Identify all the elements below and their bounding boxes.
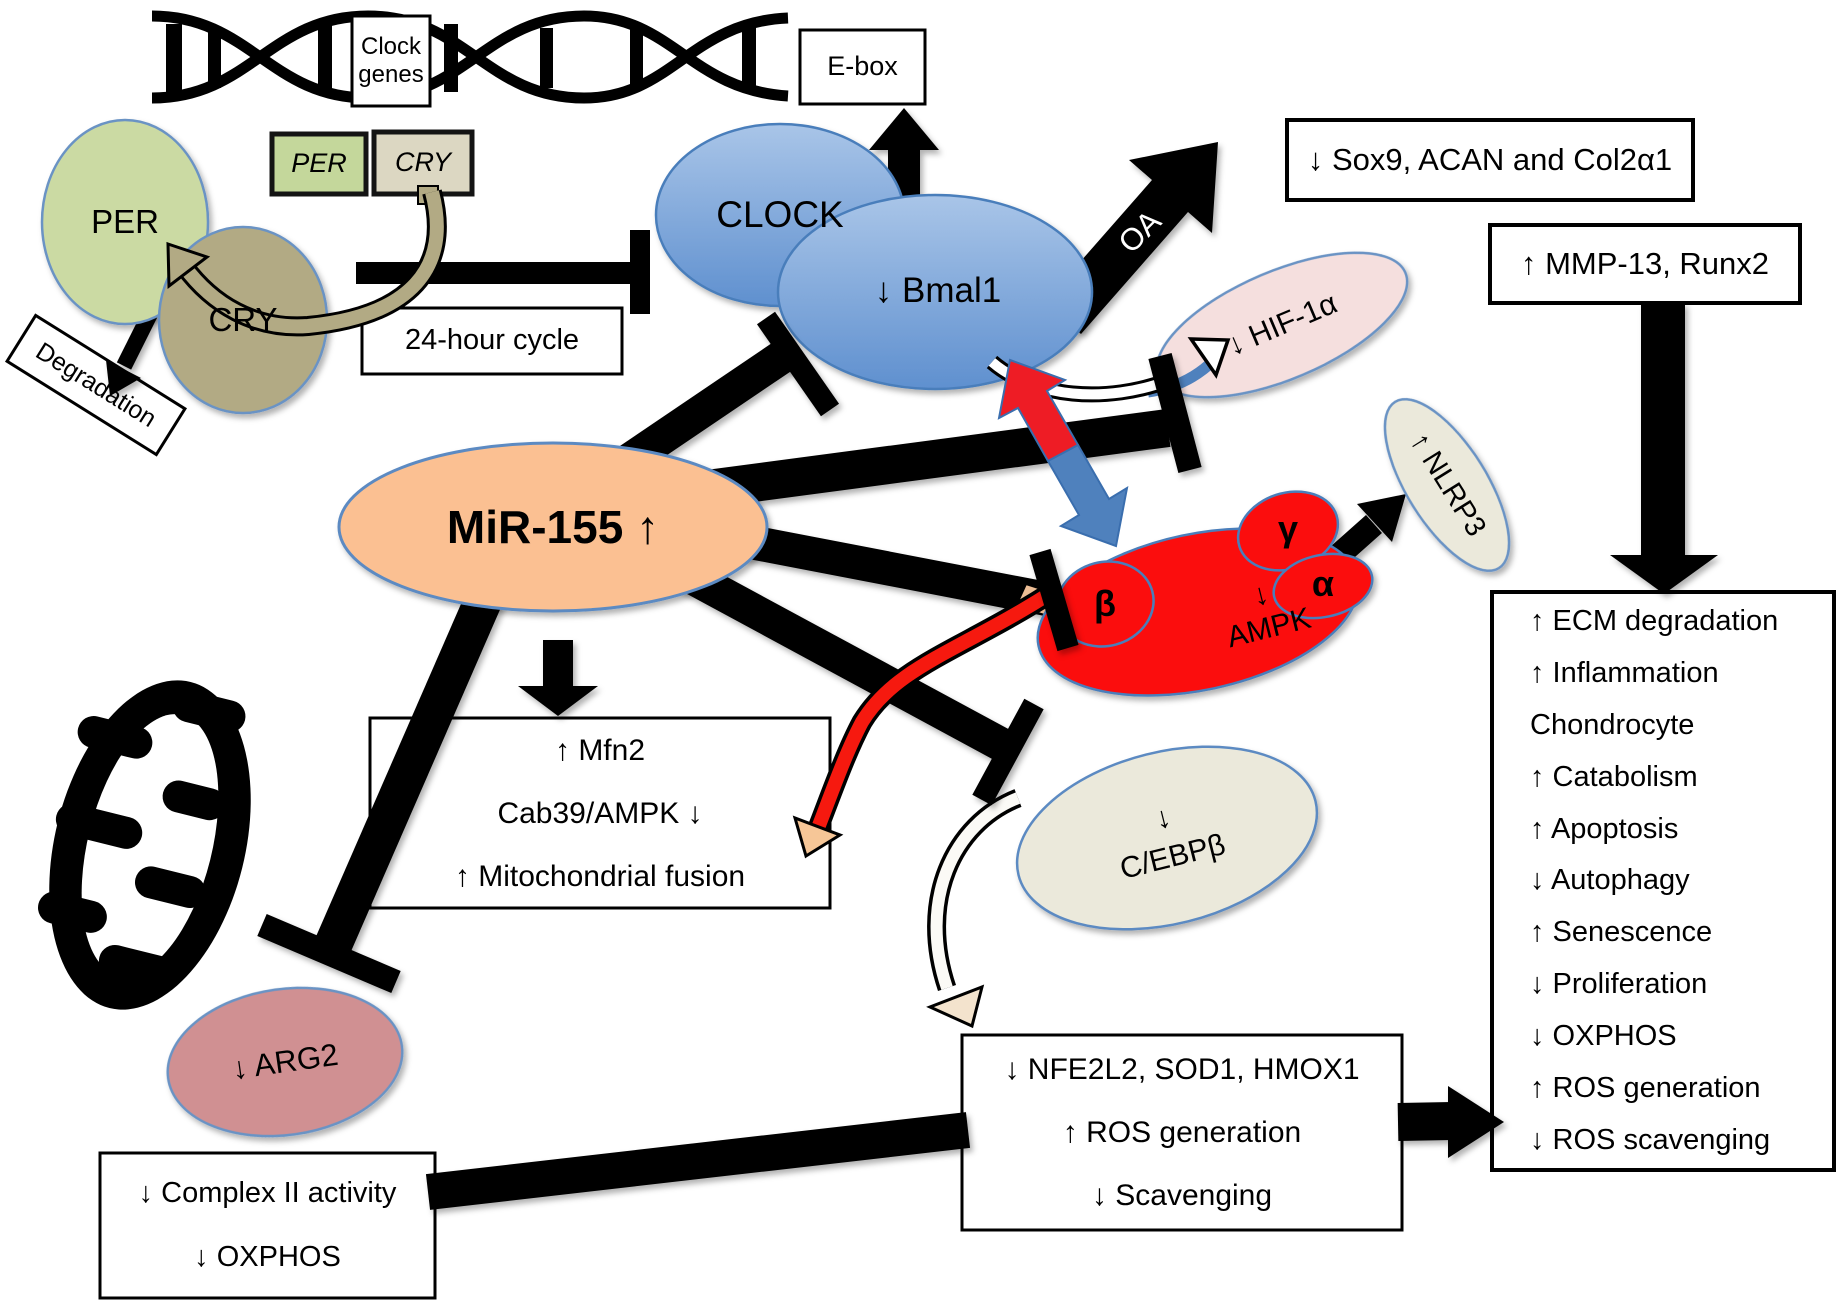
mmp-down-arrow xyxy=(1610,303,1718,594)
bmal1-ellipse xyxy=(776,193,1094,391)
cry-gene-box xyxy=(371,129,475,197)
ampk-alpha-ellipse xyxy=(1272,552,1374,620)
dna-helix-icon xyxy=(151,10,789,104)
line-to-arg2 xyxy=(312,577,508,960)
complex2-box xyxy=(98,1151,437,1300)
tbar-hif xyxy=(1148,352,1202,474)
tbar-arg2 xyxy=(257,913,401,994)
mir155-ellipse xyxy=(337,441,769,613)
t-bars xyxy=(257,311,1202,994)
nfe-to-outcomes-arrow xyxy=(1397,1086,1504,1158)
complex2-to-nfe-connector xyxy=(425,1112,971,1210)
line-to-hif xyxy=(697,409,1171,509)
mitochondria-icon xyxy=(37,680,251,1010)
tbar-cebp xyxy=(972,698,1044,806)
line-to-ampk xyxy=(736,523,1056,617)
genes-to-per-arrow xyxy=(166,185,447,337)
bmal1-ampk-double-arrow xyxy=(997,358,1129,548)
ebox-box xyxy=(798,28,927,106)
cycle-box xyxy=(360,306,624,376)
per-gene-box xyxy=(269,131,369,197)
red-curved-arrow xyxy=(792,582,1072,859)
mfn2-box xyxy=(368,716,832,910)
ampk-to-nlrp3-arrow xyxy=(1330,494,1406,565)
line-to-cebp xyxy=(651,545,1013,761)
cebp-ellipse xyxy=(1015,745,1319,931)
mir155-to-mfn2-arrow xyxy=(518,640,598,716)
degradation-box xyxy=(4,313,188,457)
tbar-clock xyxy=(756,311,840,417)
arg2-ellipse xyxy=(166,986,404,1138)
nodes xyxy=(40,118,1511,1138)
per-ellipse xyxy=(40,118,210,326)
nlrp3-ellipse xyxy=(1383,397,1511,573)
nfe-box xyxy=(960,1033,1404,1232)
cebp-curved-arrow xyxy=(926,789,1022,1029)
dna-rungs xyxy=(166,24,756,92)
outcomes-box xyxy=(1490,590,1836,1172)
mmp-box xyxy=(1488,223,1802,305)
sox9-box xyxy=(1285,118,1695,202)
clock-genes-box xyxy=(350,14,432,108)
tbar-ampk xyxy=(1029,548,1079,652)
